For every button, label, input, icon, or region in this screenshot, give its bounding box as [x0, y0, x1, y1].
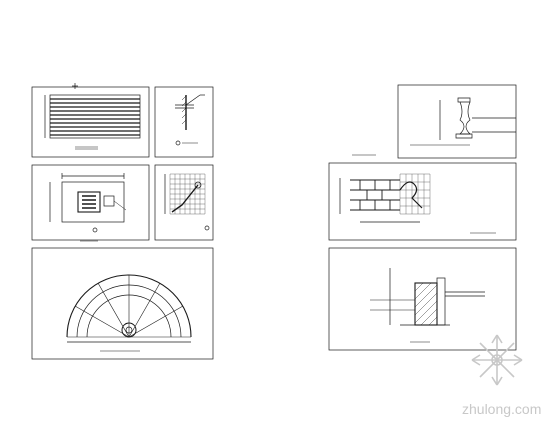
panel-grate-plan	[31, 164, 150, 242]
watermark-text: zhulong.com	[462, 401, 541, 417]
zhulong-logo-icon	[471, 334, 523, 386]
panel-brick-wall	[328, 162, 517, 241]
panel-rect-grille	[31, 83, 150, 158]
panel-grid-section	[154, 164, 214, 241]
panel-baluster	[352, 84, 517, 159]
panel-wall-bracket	[154, 86, 214, 158]
panel-pier-section	[328, 247, 517, 351]
panel-arch-plan	[31, 247, 214, 360]
